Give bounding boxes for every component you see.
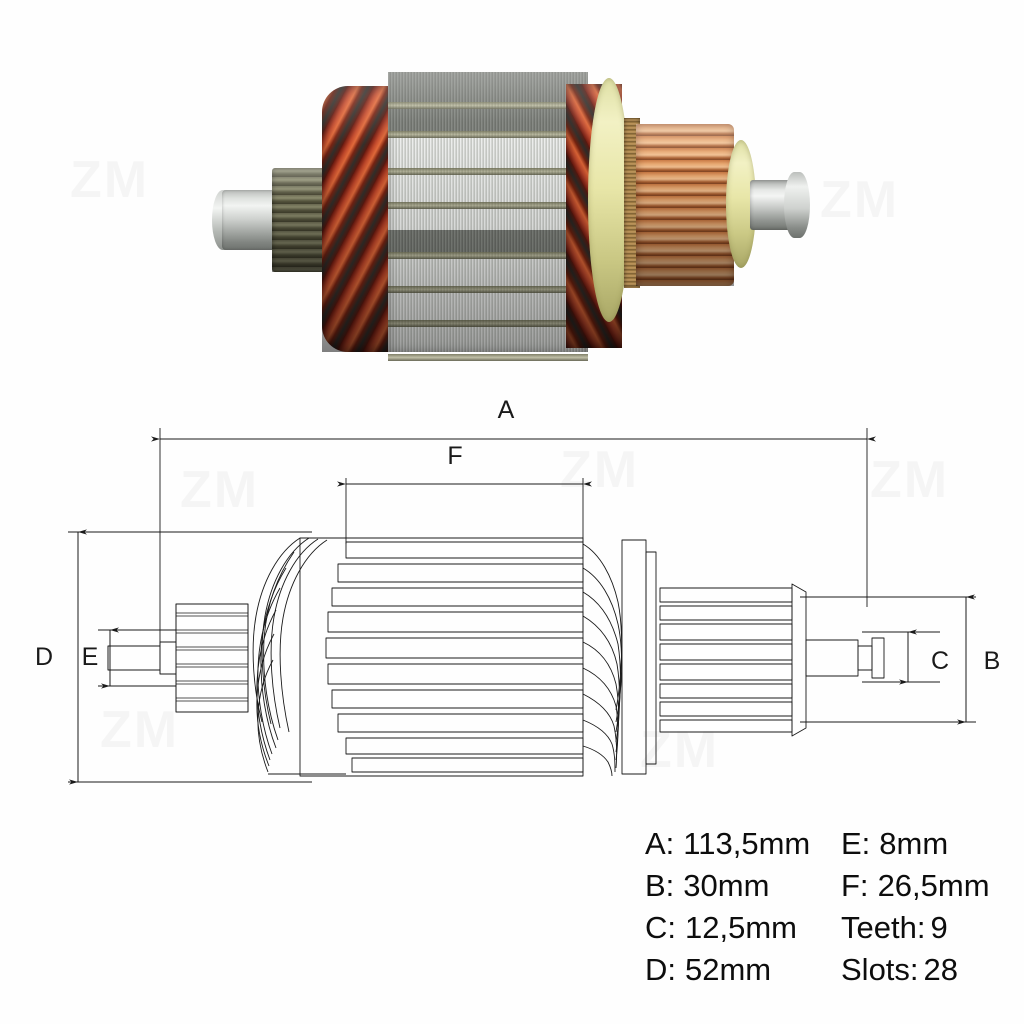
spec-row-d: D: 52mm [645,952,841,994]
spec-row-f: F: 26,5mm [841,868,1017,910]
commutator [636,124,734,286]
dimension-label-f: F [447,442,462,470]
spec-value-e: 8mm [879,826,949,861]
product-photo [0,0,1024,390]
spec-key-c: C: [645,910,676,945]
spec-row-c: C: 12,5mm [645,910,841,952]
spec-key-b: B: [645,868,675,903]
dimension-drawing-svg: A F D E C B [35,396,1001,785]
spec-value-slots: 28 [923,952,959,987]
armature-windings-front [322,86,394,352]
spec-value-d: 52mm [685,952,772,987]
spec-value-b: 30mm [683,868,770,903]
spec-value-c: 12,5mm [685,910,797,945]
dimension-label-e: E [82,643,99,671]
laminated-core [388,72,588,361]
spec-row-teeth: Teeth: 9 [841,910,1017,952]
spec-key-a: A: [645,826,675,861]
spec-key-f: F: [841,868,869,903]
dimension-label-c: C [931,647,949,675]
spec-value-teeth: 9 [930,910,948,945]
dimension-drawing: A F D E C B [0,392,1024,824]
spec-key-d: D: [645,952,676,987]
dimension-label-d: D [35,643,53,671]
journal-collar [784,172,810,238]
dimension-label-b: B [984,647,1001,675]
spec-value-a: 113,5mm [683,826,811,861]
dimension-label-a: A [498,396,515,424]
specification-table: A: 113,5mm E: 8mm B: 30mm F: 26,5mm C: 1… [645,826,1017,994]
spec-key-slots: Slots: [841,952,919,987]
spec-row-slots: Slots: 28 [841,952,1017,994]
spec-key-teeth: Teeth: [841,910,926,945]
spec-row-e: E: 8mm [841,826,1017,868]
spec-row-a: A: 113,5mm [645,826,841,868]
insulator-ring-front [588,78,630,322]
spec-row-b: B: 30mm [645,868,841,910]
spec-key-e: E: [841,826,871,861]
spec-value-f: 26,5mm [877,868,990,903]
